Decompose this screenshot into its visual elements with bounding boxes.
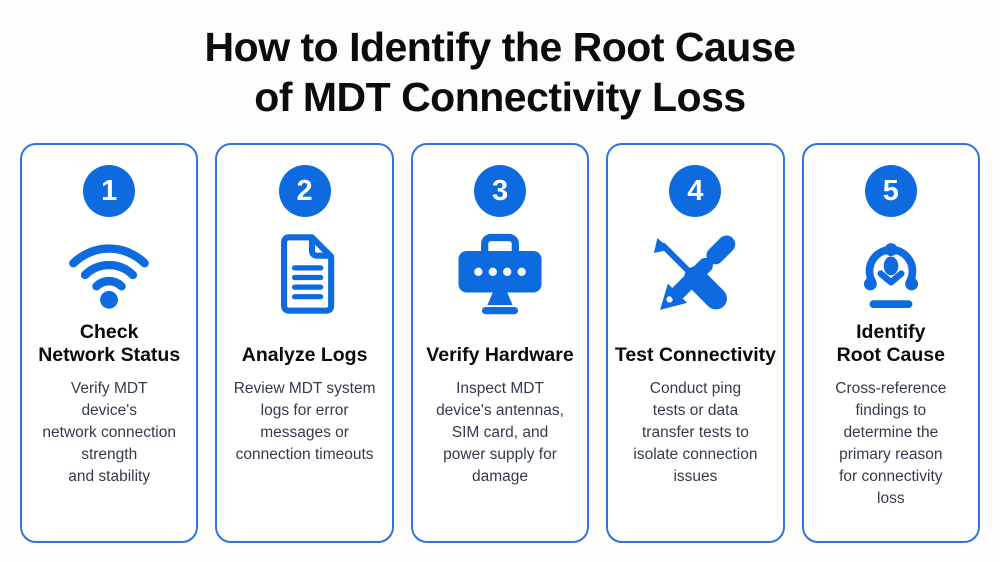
step-card-4: 4 Test Connectivity Conduct ping tests o… bbox=[606, 143, 785, 543]
wifi-icon bbox=[62, 229, 156, 319]
step-description: Review MDT system logs for error message… bbox=[233, 380, 376, 463]
step-number: 2 bbox=[296, 174, 313, 207]
step-number-badge: 2 bbox=[278, 165, 331, 217]
step-card-2: 2 Analyze Logs Review MDT system logs fo… bbox=[215, 143, 394, 543]
step-card-1: 1 Check Network Status Verify MDT device… bbox=[20, 143, 199, 543]
step-title: Check Network Status bbox=[38, 321, 181, 366]
step-title: Analyze Logs bbox=[241, 344, 368, 366]
page-title: How to Identify the Root Cause of MDT Co… bbox=[204, 24, 796, 120]
step-description: Cross-reference findings to determine th… bbox=[835, 380, 947, 507]
tools-icon bbox=[651, 229, 739, 319]
step-number: 3 bbox=[491, 174, 509, 207]
root-cause-icon bbox=[848, 229, 934, 319]
steps-row: 1 Check Network Status Verify MDT device… bbox=[20, 143, 981, 543]
step-title: Test Connectivity bbox=[614, 344, 776, 366]
step-title: Verify Hardware bbox=[426, 344, 574, 366]
step-description: Verify MDT device's network connection s… bbox=[42, 380, 176, 485]
step-title: Identify Root Cause bbox=[836, 321, 945, 366]
step-number-badge: 4 bbox=[669, 165, 722, 217]
document-icon bbox=[270, 229, 340, 319]
step-card-3: 3 Verify Hardware Inspect MDT device's a… bbox=[410, 143, 590, 543]
step-number-badge: 1 bbox=[83, 165, 136, 217]
hardware-icon bbox=[453, 229, 547, 319]
step-number: 5 bbox=[882, 174, 899, 207]
step-number: 4 bbox=[687, 174, 704, 207]
step-card-5: 5 Identify Root Cause Cross-reference fi… bbox=[801, 143, 981, 543]
step-number: 1 bbox=[101, 174, 118, 207]
step-number-badge: 5 bbox=[864, 165, 917, 217]
step-description: Inspect MDT device's antennas, SIM card,… bbox=[436, 380, 564, 485]
step-number-badge: 3 bbox=[474, 165, 527, 217]
step-description: Conduct ping tests or data transfer test… bbox=[633, 380, 758, 485]
